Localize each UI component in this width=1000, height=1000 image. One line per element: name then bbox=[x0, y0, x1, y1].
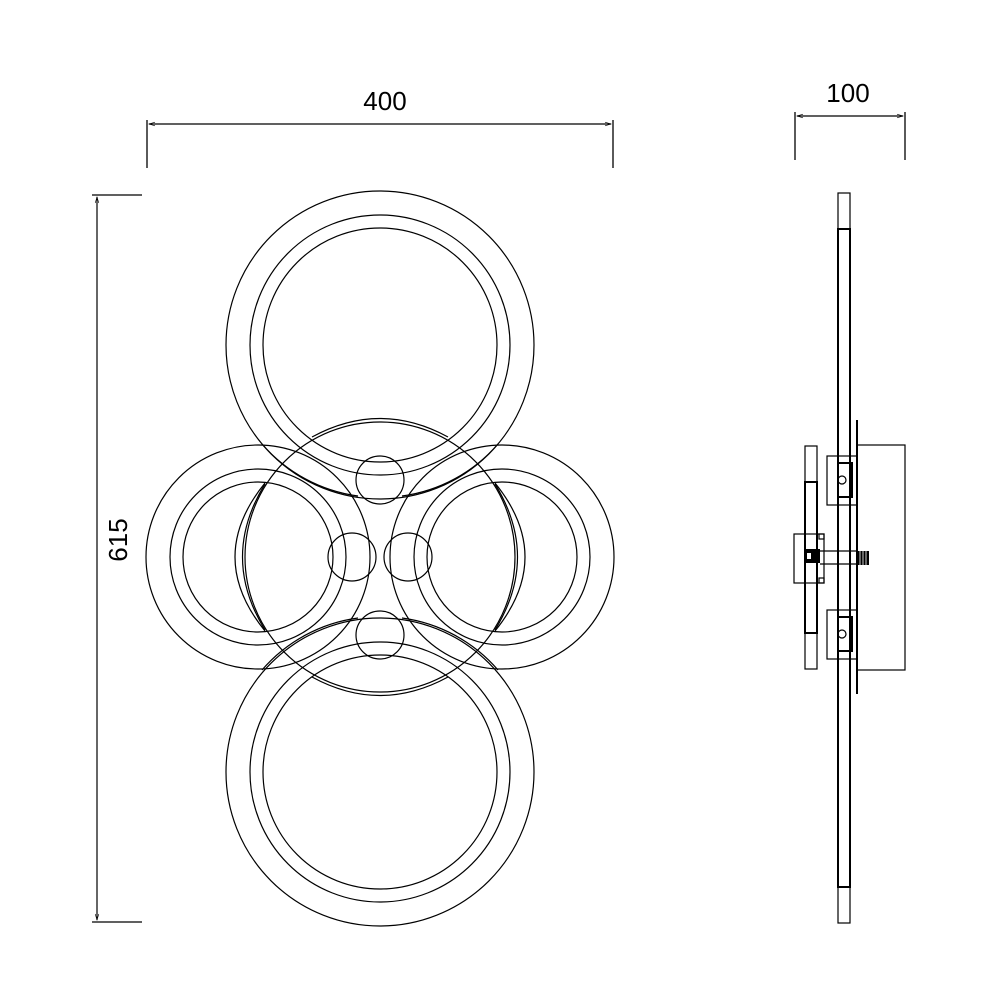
screw-thread bbox=[857, 551, 869, 565]
depth-dimension: 100 bbox=[794, 78, 906, 160]
width-label: 400 bbox=[363, 86, 406, 116]
height-label: 615 bbox=[103, 518, 133, 561]
center-disc bbox=[244, 421, 516, 693]
height-dimension: 615 bbox=[92, 194, 142, 923]
depth-label: 100 bbox=[826, 78, 869, 108]
bottom-ring bbox=[225, 617, 535, 927]
left-ring-shade-arc bbox=[234, 482, 266, 632]
width-dimension: 400 bbox=[146, 86, 614, 168]
left-ring bbox=[145, 444, 371, 670]
top-ring bbox=[225, 190, 535, 500]
knob-left bbox=[327, 532, 377, 582]
knob-bottom bbox=[355, 610, 405, 660]
knob-right bbox=[383, 532, 433, 582]
right-ring bbox=[389, 444, 615, 670]
front-view bbox=[145, 190, 615, 927]
side-view bbox=[793, 192, 906, 924]
right-ring-shade-arc bbox=[494, 482, 526, 632]
knob-top bbox=[355, 455, 405, 505]
